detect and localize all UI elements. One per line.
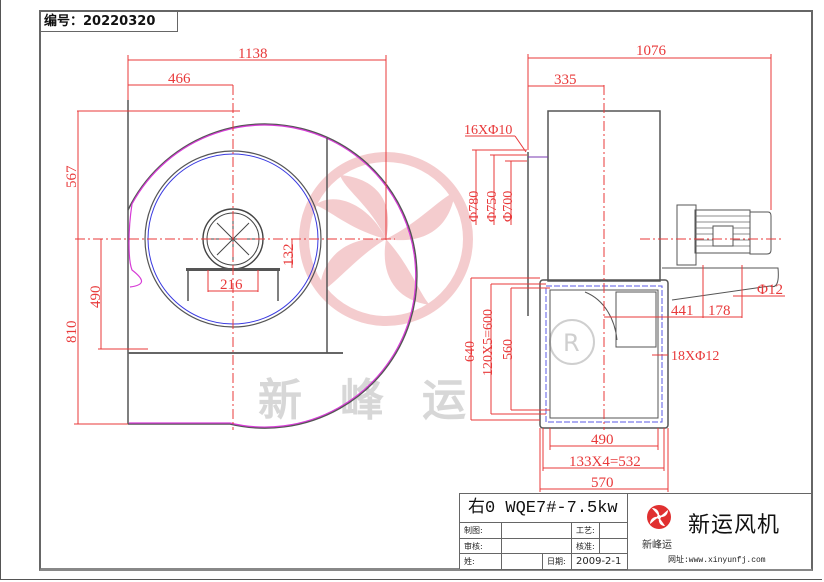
label-review: 审核: (460, 539, 502, 554)
value-approve (600, 539, 628, 554)
dim-441: 441 (671, 303, 694, 319)
dim-inlet-holes: 16XΦ10 (464, 123, 512, 138)
dim-132: 132 (281, 244, 297, 267)
dim-640: 640 (463, 341, 478, 362)
dim-335: 335 (554, 72, 577, 88)
value-review (502, 539, 572, 554)
value-drawn (502, 523, 572, 539)
fan-logo-icon (647, 505, 671, 529)
dim-133x4: 133X4=532 (569, 454, 641, 470)
title-block: 右0 WQE7#-7.5kw 制图: 工艺: 审核: 核准: 姓: 日期: 20… (459, 493, 812, 570)
dim-120x5: 120X5=600 (481, 309, 496, 376)
value-process (600, 523, 628, 539)
label-approve: 核准: (572, 539, 600, 554)
dim-560: 560 (501, 339, 516, 360)
dim-567: 567 (64, 165, 80, 188)
label-drawn: 制图: (460, 523, 502, 539)
label-name: 姓: (460, 554, 502, 570)
dim-466: 466 (168, 71, 191, 87)
svg-text:R: R (563, 329, 580, 357)
doc-number: 编号：20220320 (40, 11, 178, 32)
dim-outlet-holes: 18XΦ12 (671, 349, 719, 364)
brand-area: 新峰运 新运风机 网址:www.xinyunfj.com (628, 494, 812, 570)
drawing-frame (39, 10, 813, 571)
dim-dia-700: Φ700 (501, 191, 516, 222)
dim-1076: 1076 (636, 43, 667, 59)
dim-490: 490 (88, 286, 104, 309)
brand-name: 新运风机 (688, 513, 781, 538)
dim-dia-780: Φ780 (467, 191, 482, 222)
label-date: 日期: (543, 554, 572, 570)
dim-810: 810 (64, 321, 80, 344)
watermark-text: 新峰运 (258, 375, 504, 426)
brand-mini-text: 新峰运 (642, 540, 672, 551)
website-link[interactable]: 网址:www.xinyunfj.com (668, 556, 766, 565)
value-date: 2009-2-1 (572, 554, 628, 570)
label-process: 工艺: (572, 523, 600, 539)
dim-490-outlet: 490 (591, 432, 614, 448)
value-name (502, 554, 543, 570)
dim-dia-750: Φ750 (485, 191, 500, 222)
model-name: 右0 WQE7#-7.5kw (460, 494, 628, 523)
dim-1138: 1138 (238, 46, 267, 62)
signature-grid: 制图: 工艺: 审核: 核准: 姓: 日期: 2009-2-1 (460, 523, 628, 570)
dim-foot-hole: Φ12 (757, 282, 783, 298)
dim-570: 570 (591, 475, 614, 491)
dim-216: 216 (220, 277, 243, 293)
dim-178: 178 (708, 303, 731, 319)
